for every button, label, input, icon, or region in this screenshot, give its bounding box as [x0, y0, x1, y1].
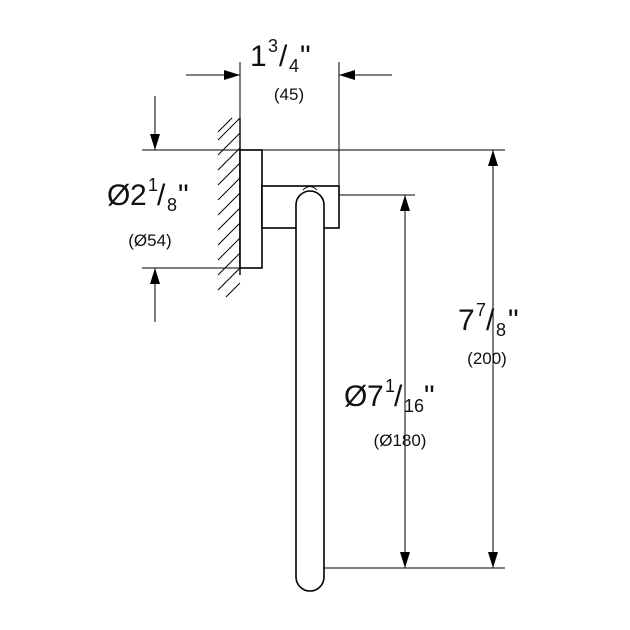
ring-symbol: Ø: [344, 380, 367, 413]
flange-unit: ": [178, 179, 189, 212]
svg-text:/: /: [279, 40, 288, 73]
ring-diameter-dimension-line: [400, 195, 410, 568]
height-denominator: 8: [496, 320, 506, 340]
projection-unit: ": [300, 40, 311, 73]
height-metric: (200): [467, 349, 507, 368]
flange-metric: (Ø54): [128, 231, 171, 250]
projection-label: 1 3 / 4 " (45): [250, 36, 311, 104]
ring-whole: 7: [367, 380, 384, 413]
projection-numerator: 3: [268, 36, 278, 56]
towel-ring: [295, 190, 325, 592]
ring-denominator: 16: [404, 396, 424, 416]
projection-metric: (45): [274, 85, 304, 104]
extension-lines: [142, 62, 505, 569]
height-unit: ": [508, 304, 519, 337]
flange-symbol: Ø: [107, 179, 130, 212]
flange-numerator: 1: [148, 175, 158, 195]
projection-dimension-line: [186, 70, 392, 80]
ring-numerator: 1: [385, 376, 395, 396]
svg-text:/: /: [157, 179, 166, 212]
projection-denominator: 4: [289, 56, 299, 76]
flange-whole: 2: [130, 179, 147, 212]
projection-whole: 1: [250, 40, 267, 73]
total-height-label: 7 7 / 8 " (200): [458, 300, 519, 368]
height-numerator: 7: [476, 300, 486, 320]
svg-text:/: /: [394, 380, 403, 413]
wall-flange: [239, 149, 263, 269]
total-height-dimension-line: [488, 150, 498, 568]
ring-joint: [302, 186, 318, 191]
ring-metric: (Ø180): [374, 431, 427, 450]
wall-hatching: [217, 117, 241, 298]
ring-diameter-label: Ø 7 1 / 16 " (Ø180): [344, 376, 435, 450]
ring-unit: ": [424, 380, 435, 413]
flange-denominator: 8: [167, 195, 177, 215]
flange-diameter-dimension-line: [150, 96, 160, 322]
svg-text:/: /: [486, 304, 495, 337]
flange-diameter-label: Ø 2 1 / 8 " (Ø54): [107, 175, 189, 250]
height-whole: 7: [458, 304, 475, 337]
